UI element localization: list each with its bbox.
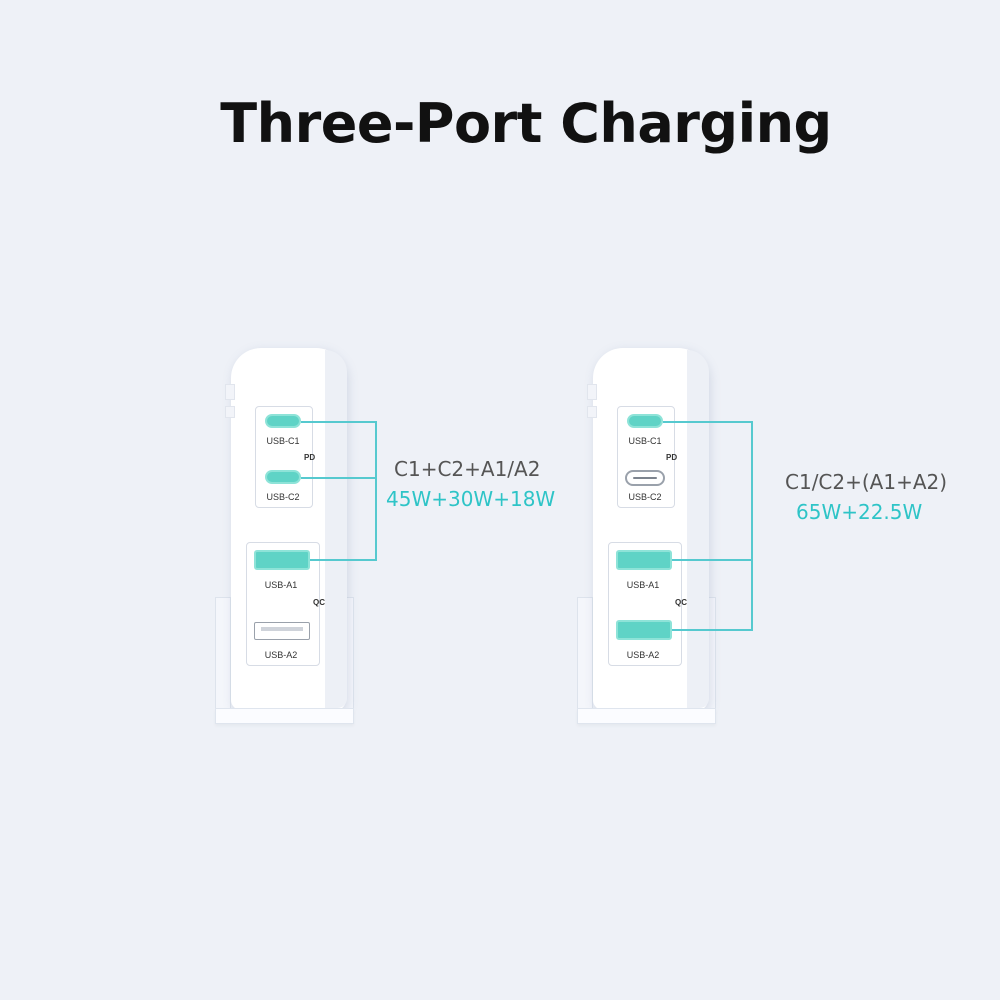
charger-clip-bottom [225,406,235,418]
line-vertical [375,421,377,561]
usb-a2-port[interactable] [254,622,310,640]
watt-label: 45W+30W+18W [386,487,556,511]
charger-clip-bottom [587,406,597,418]
line-vertical [751,421,753,631]
stand-front [577,708,716,724]
qc-label: QC [675,598,687,607]
qc-label: QC [313,598,325,607]
usb-a2-label: USB-A2 [264,650,298,660]
combo-label: C1+C2+A1/A2 [394,457,541,481]
combo-label: C1/C2+(A1+A2) [785,470,948,494]
line-a1 [310,559,377,561]
usb-a2-label: USB-A2 [626,650,660,660]
usb-c2-label: USB-C2 [266,492,300,502]
line-c2 [301,477,377,479]
usb-c1-port[interactable] [265,414,301,428]
charger-clip-top [587,384,597,400]
line-a1 [672,559,753,561]
charger-side [325,350,347,708]
usb-a2-port[interactable] [616,620,672,640]
pd-label: PD [666,453,678,462]
stand-back-left [577,597,593,724]
line-a2 [672,629,753,631]
page-title: Three-Port Charging [220,92,832,155]
charger-clip-top [225,384,235,400]
pd-label: PD [304,453,316,462]
usb-c2-port[interactable] [265,470,301,484]
usb-c1-port[interactable] [627,414,663,428]
usb-a1-label: USB-A1 [264,580,298,590]
charger-side [687,350,709,708]
watt-label: 65W+22.5W [796,500,923,524]
stand-front [215,708,354,724]
usb-c2-label: USB-C2 [628,492,662,502]
line-c1 [301,421,377,423]
usb-c1-label: USB-C1 [628,436,662,446]
line-c1 [663,421,753,423]
stand-back-left [215,597,231,724]
usb-a1-port[interactable] [254,550,310,570]
usb-c2-port[interactable] [625,470,665,486]
usb-a1-label: USB-A1 [626,580,660,590]
usb-a1-port[interactable] [616,550,672,570]
usb-c1-label: USB-C1 [266,436,300,446]
